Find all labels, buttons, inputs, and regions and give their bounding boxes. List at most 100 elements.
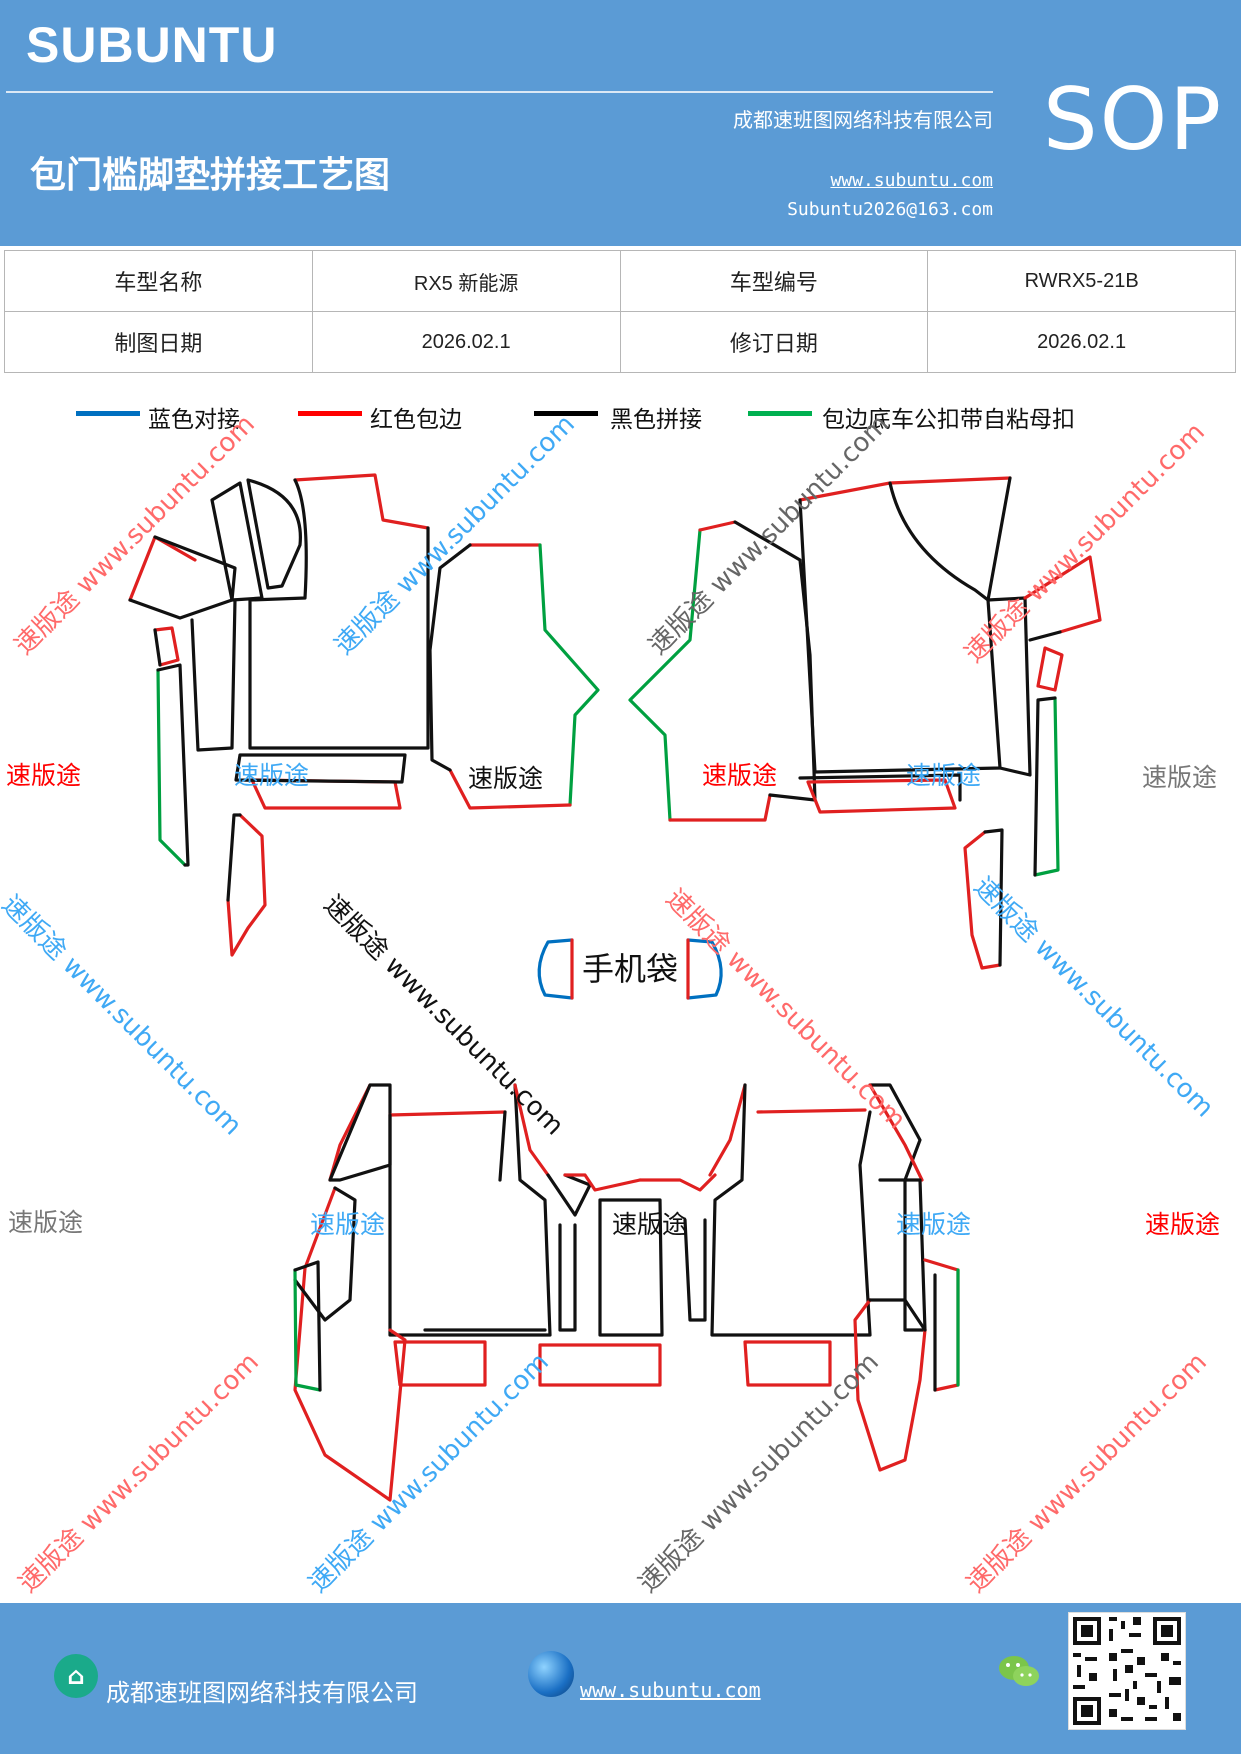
mat-piece	[234, 753, 407, 784]
mat-piece	[868, 1083, 922, 1182]
mat-piece	[868, 1083, 924, 1182]
mat-piece	[388, 1083, 552, 1337]
mat-piece	[293, 1268, 322, 1392]
watermark: 速版途	[612, 1210, 688, 1239]
legend-label-blue: 蓝色对接	[148, 407, 240, 433]
phone-pocket-left	[537, 938, 574, 1000]
mat-piece	[393, 1340, 487, 1387]
footer-website-link[interactable]: www.subuntu.com	[580, 1678, 761, 1702]
watermark: 速版途	[1142, 763, 1218, 792]
page-title: 包门槛脚垫拼接工艺图	[30, 155, 391, 196]
model-name-label: 车型名称	[4, 250, 313, 312]
mat-piece	[546, 1173, 592, 1217]
front-left-mat-group	[128, 473, 600, 957]
mat-piece	[628, 528, 702, 822]
mat-piece	[293, 1186, 357, 1322]
mat-piece	[710, 1083, 872, 1337]
mat-piece	[156, 668, 187, 867]
brand-logo: SUBUNTU	[26, 17, 278, 73]
watermark: 速版途	[6, 761, 82, 790]
mat-piece	[328, 1083, 392, 1182]
legend-swatch-red	[298, 411, 362, 416]
legend-label-black: 黑色拼接	[610, 407, 702, 433]
phone-pocket-label: 手机袋	[582, 950, 678, 988]
home-icon: ⌂	[54, 1654, 98, 1698]
watermark: 速版途	[896, 1210, 972, 1239]
header-banner: SUBUNTU 包门槛脚垫拼接工艺图 成都速班图网络科技有限公司 www.sub…	[0, 0, 1241, 246]
mat-piece	[708, 1083, 747, 1177]
mat-piece	[388, 1110, 507, 1117]
legend-label-red: 红色包边	[370, 407, 462, 433]
mat-piece	[698, 520, 737, 532]
sop-label: SOP	[1043, 70, 1224, 170]
header-divider	[6, 91, 993, 93]
mat-piece	[538, 543, 600, 807]
mat-piece	[668, 793, 772, 822]
mat-piece	[428, 543, 472, 772]
watermark: 速版途	[702, 761, 778, 790]
mat-piece	[868, 1298, 927, 1332]
footer-company: 成都速班图网络科技有限公司	[106, 1679, 418, 1707]
mat-piece	[538, 1343, 662, 1387]
mat-piece	[598, 1198, 664, 1337]
header-website-link[interactable]: www.subuntu.com	[830, 170, 993, 191]
mat-piece	[743, 1340, 832, 1387]
mat-piece	[853, 1298, 927, 1472]
watermark: 速版途	[1145, 1210, 1221, 1239]
mat-piece	[756, 1108, 867, 1114]
model-code-value: RWRX5-21B	[927, 250, 1236, 312]
mat-piece	[798, 773, 962, 802]
mat-piece	[558, 1223, 577, 1332]
phone-pocket-right	[686, 938, 723, 1000]
mat-piece	[246, 478, 302, 590]
draw-date-label: 制图日期	[4, 311, 313, 373]
watermark: 速版途	[906, 761, 982, 790]
model-name-value: RX5 新能源	[311, 250, 621, 312]
mat-piece	[226, 813, 267, 957]
mat-piece	[128, 535, 237, 620]
mat-piece	[293, 473, 430, 530]
table-row: 车型名称 RX5 新能源 车型编号 RWRX5-21B	[4, 250, 1236, 312]
revision-date-value: 2026.02.1	[927, 311, 1236, 373]
mat-piece	[563, 1173, 642, 1192]
mat-piece	[888, 481, 990, 602]
front-right-mat-group	[628, 476, 1102, 970]
watermark: 速版途	[234, 761, 310, 790]
wechat-icon	[999, 1656, 1039, 1686]
mat-piece	[986, 596, 1032, 777]
mat-piece	[210, 481, 264, 602]
vehicle-info-table: 车型名称 RX5 新能源 车型编号 RWRX5-21B 制图日期 2026.02…	[4, 250, 1236, 373]
mat-piece	[248, 478, 430, 750]
watermark: 速版途	[468, 764, 544, 793]
mat-piece	[190, 598, 237, 752]
mat-piece	[1023, 555, 1102, 634]
legend-swatch-green	[748, 411, 812, 416]
revision-date-label: 修订日期	[619, 311, 929, 373]
mat-splicing-diagram: 手机袋	[128, 473, 1102, 1502]
phone-pocket	[537, 938, 723, 1000]
mat-piece	[1036, 646, 1064, 692]
draw-date-value: 2026.02.1	[311, 311, 621, 373]
watermark: 速版途	[8, 1208, 84, 1237]
mat-piece	[963, 830, 1002, 970]
mat-piece	[638, 1173, 717, 1192]
mat-piece	[156, 663, 190, 867]
mat-piece	[293, 1260, 322, 1392]
rear-mat-group	[293, 1083, 960, 1502]
mat-piece	[683, 1218, 707, 1322]
mat-piece	[153, 626, 180, 667]
mat-piece	[903, 1178, 927, 1332]
mat-piece	[923, 1258, 960, 1392]
mat-piece	[1033, 696, 1060, 877]
mat-piece	[806, 778, 957, 814]
legend-label-green: 包边底车公扣带自粘母扣	[822, 407, 1075, 433]
mat-piece	[1033, 696, 1057, 877]
header-email: Subuntu2026@163.com	[787, 199, 993, 220]
legend-swatch-blue	[76, 411, 140, 416]
mat-piece	[1028, 630, 1062, 642]
mat-piece	[513, 1083, 550, 1177]
mat-piece	[153, 628, 162, 667]
mat-piece	[983, 828, 1004, 967]
model-code-label: 车型编号	[619, 250, 929, 312]
table-row: 制图日期 2026.02.1 修订日期 2026.02.1	[4, 311, 1236, 373]
